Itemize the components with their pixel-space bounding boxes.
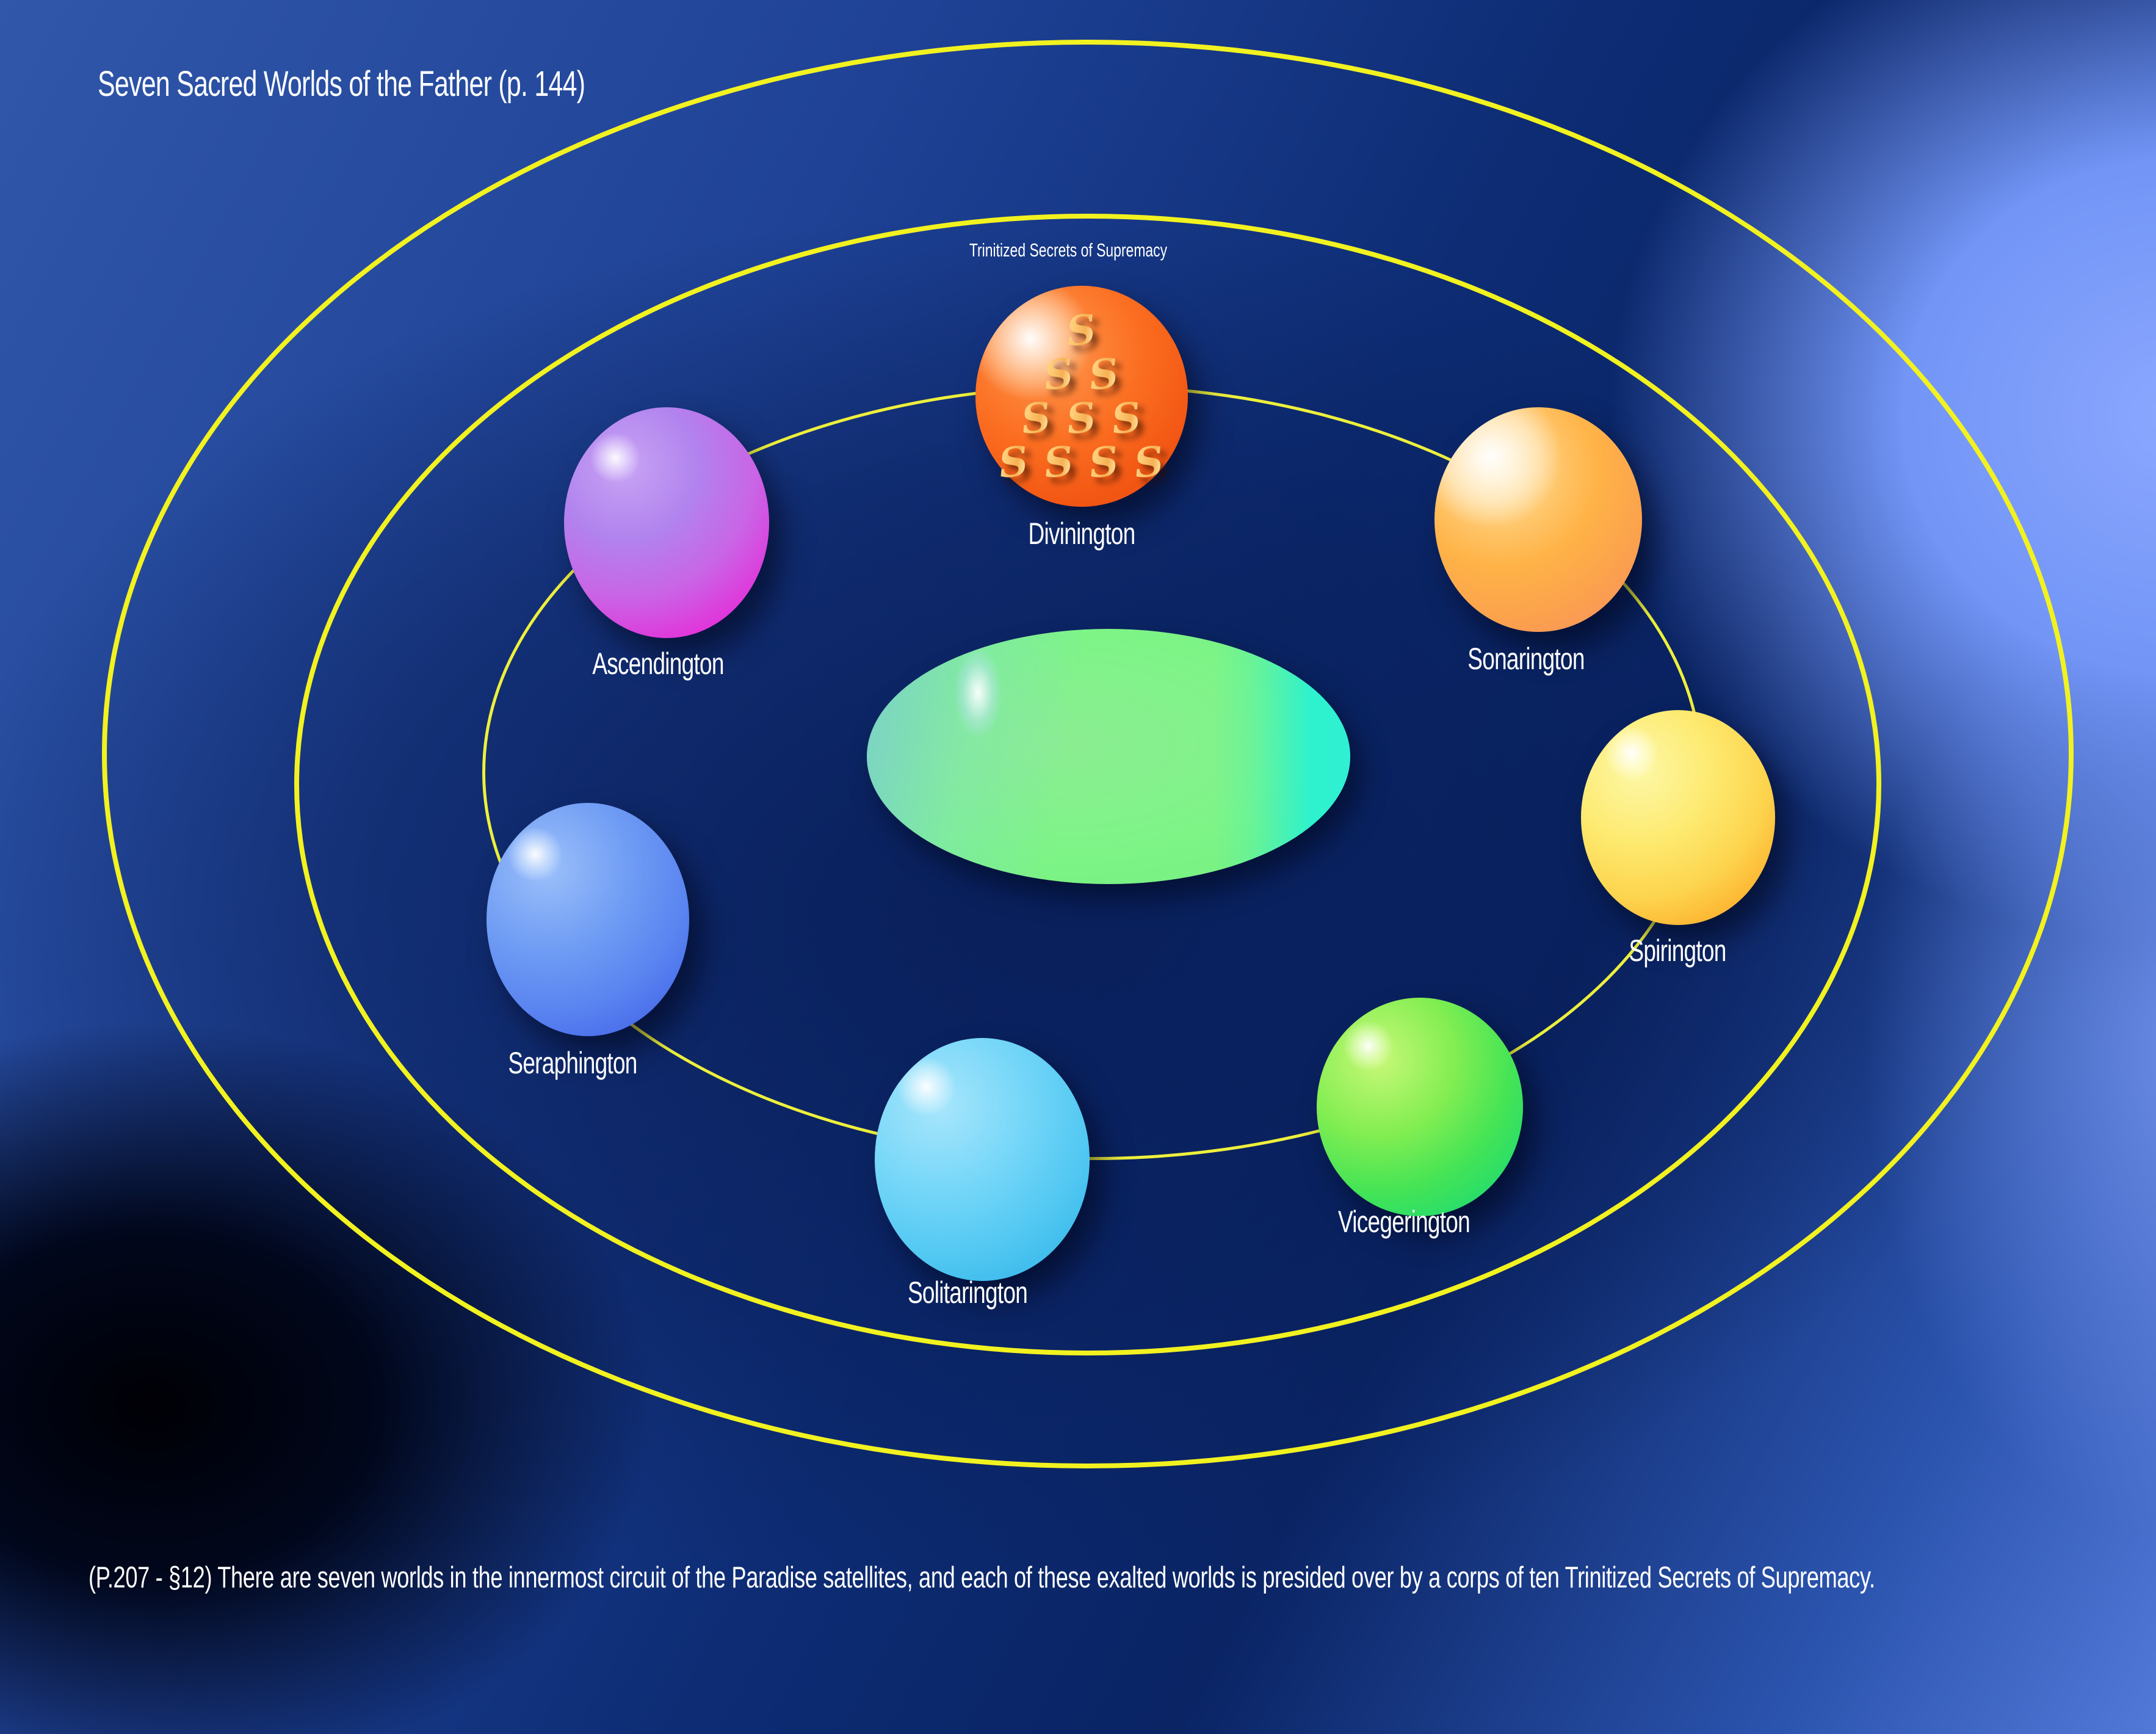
world-sphere-spirington (1581, 710, 1775, 925)
supremacy-s-icon: S (1124, 437, 1174, 490)
supremacy-s-icon: S (1079, 437, 1129, 490)
world-sphere-divinington: S S S S S S S S S S (975, 286, 1188, 507)
world-label-spirington: Spirington (1629, 934, 1726, 968)
middle-orbit-ellipse (294, 214, 1881, 1355)
world-label-solitarington: Solitarington (907, 1275, 1028, 1310)
central-paradise-ellipse (867, 629, 1350, 884)
world-sphere-seraphington (487, 803, 689, 1036)
world-label-divinington: Divinington (1028, 517, 1136, 551)
world-label-ascendington: Ascendington (592, 647, 724, 681)
world-sphere-ascendington (564, 407, 769, 638)
s-row: S S S (1014, 393, 1149, 444)
supremacy-s-pyramid: S S S S S S S S S S (975, 286, 1188, 507)
supremacy-s-icon: S (1034, 437, 1083, 490)
corps-label: Trinitized Secrets of Supremacy (969, 239, 1168, 261)
bottom-caption: (P.207 - §12) There are seven worlds in … (89, 1561, 2156, 1595)
world-sphere-sonarington (1434, 407, 1642, 632)
outer-orbit-ellipse (102, 40, 2074, 1468)
world-label-seraphington: Seraphington (508, 1046, 637, 1080)
supremacy-s-icon: S (989, 437, 1038, 490)
world-sphere-solitarington (875, 1038, 1090, 1281)
page-title: Seven Sacred Worlds of the Father (p. 14… (98, 64, 585, 104)
world-sphere-vicegerington (1317, 998, 1523, 1216)
s-row: S S S S (989, 437, 1174, 490)
bottom-caption-text: (P.207 - §12) There are seven worlds in … (89, 1561, 1875, 1594)
world-label-sonarington: Sonarington (1467, 642, 1585, 676)
world-label-vicegerington: Vicegerington (1338, 1205, 1470, 1239)
